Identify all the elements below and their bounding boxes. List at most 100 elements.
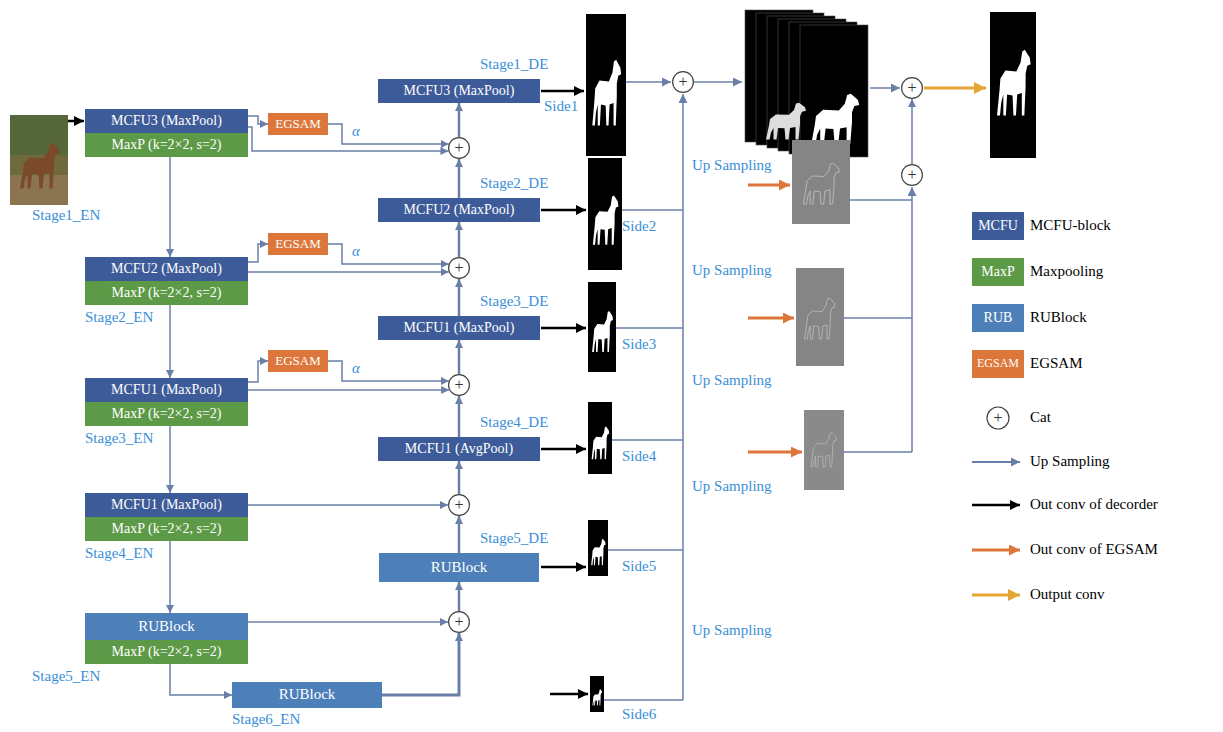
node-text: + xyxy=(907,79,916,97)
operation-label: Up Sampling xyxy=(692,372,772,389)
stage-label: Stage2_EN xyxy=(85,309,153,326)
concat-circle: + xyxy=(448,374,470,396)
stage-label: Stage1_EN xyxy=(32,207,100,224)
node-text: MaxP (k=2×2, s=2) xyxy=(112,521,222,537)
concat-circle: + xyxy=(901,164,923,186)
legend-text: Output conv xyxy=(1030,586,1105,603)
stage-label: Stage3_EN xyxy=(85,430,153,447)
maxpool-block: MaxP (k=2×2, s=2) xyxy=(85,402,248,426)
stage-label: Stage4_EN xyxy=(85,545,153,562)
connector xyxy=(458,222,461,257)
node-text: MCFU1 (AvgPool) xyxy=(405,441,513,457)
final-output xyxy=(924,12,1036,158)
connector xyxy=(458,340,461,374)
legend-swatch-text: MCFU xyxy=(978,218,1018,234)
node-text: + xyxy=(907,166,916,184)
legend-text: MCFU-block xyxy=(1030,217,1111,234)
connector xyxy=(458,396,461,437)
node-text: MaxP (k=2×2, s=2) xyxy=(112,285,222,301)
mcfu-block: MCFU1 (MaxPool) xyxy=(85,493,248,517)
weight-label: α xyxy=(352,360,360,377)
side-label: Side1 xyxy=(544,98,578,115)
side-label: Side5 xyxy=(622,558,656,575)
stage-label: Stage5_EN xyxy=(32,668,100,685)
maxpool-block: MaxP (k=2×2, s=2) xyxy=(85,133,248,157)
connector xyxy=(248,116,268,124)
legend-text: Out conv of decorder xyxy=(1030,496,1158,513)
connector xyxy=(458,516,461,553)
decoder-side-outputs xyxy=(586,14,626,712)
node-text: MCFU1 (MaxPool) xyxy=(111,497,222,513)
maxpool-block: MaxP (k=2×2, s=2) xyxy=(85,517,248,541)
connector xyxy=(328,124,449,144)
connector xyxy=(170,664,232,695)
legend-text: Up Sampling xyxy=(1030,453,1110,470)
node-text: + xyxy=(454,139,463,157)
node-text: EGSAM xyxy=(275,117,321,132)
legend-text: Maxpooling xyxy=(1030,263,1103,280)
maxpool-block: MaxP (k=2×2, s=2) xyxy=(85,281,248,305)
stage-label: Stage1_DE xyxy=(480,56,548,73)
operation-label: Up Sampling xyxy=(692,478,772,495)
legend-swatch-text: EGSAM xyxy=(977,357,1019,371)
stage-label: Stage5_DE xyxy=(480,530,548,547)
node-text: EGSAM xyxy=(275,237,321,252)
concat-circle: + xyxy=(901,77,923,99)
node-text: RUBlock xyxy=(431,559,488,576)
connector xyxy=(169,426,171,493)
rublock: RUBlock xyxy=(85,613,248,640)
operation-label: Up Sampling xyxy=(692,262,772,279)
connector xyxy=(458,279,461,316)
concat-circle: + xyxy=(448,257,470,279)
connector xyxy=(248,504,448,506)
side-label: Side6 xyxy=(622,706,656,723)
rublock: RUBlock xyxy=(232,682,382,708)
mcfu-block: MCFU2 (MaxPool) xyxy=(85,257,248,281)
legend-text: RUBlock xyxy=(1030,309,1087,326)
concat-circle: + xyxy=(448,611,470,633)
operation-label: Up Sampling xyxy=(692,157,772,174)
egsam-block: EGSAM xyxy=(268,350,328,372)
legend-text: Cat xyxy=(1030,409,1051,426)
connector xyxy=(458,103,461,137)
legend-samples xyxy=(972,407,1020,595)
concat-circle: + xyxy=(672,71,694,93)
node-text: MCFU2 (MaxPool) xyxy=(111,261,222,277)
connector xyxy=(248,361,268,382)
node-text: MaxP (k=2×2, s=2) xyxy=(112,644,222,660)
operation-label: Up Sampling xyxy=(692,622,772,639)
stage-label: Stage3_DE xyxy=(480,293,548,310)
node-text: MCFU1 (MaxPool) xyxy=(404,320,515,336)
node-text: + xyxy=(454,613,463,631)
connector xyxy=(911,99,913,164)
mcfu-block: MCFU1 (MaxPool) xyxy=(378,316,540,340)
connector xyxy=(458,461,461,494)
stage-label: Stage4_DE xyxy=(480,414,548,431)
side-output-stack xyxy=(745,10,868,157)
legend-swatch-text: MaxP xyxy=(981,264,1014,280)
connector xyxy=(169,157,171,257)
node-text: MCFU3 (MaxPool) xyxy=(404,83,515,99)
connector xyxy=(458,159,461,198)
connector xyxy=(248,621,448,623)
concat-circle: + xyxy=(448,137,470,159)
connector xyxy=(458,582,461,611)
node-text: + xyxy=(454,496,463,514)
node-text: + xyxy=(454,376,463,394)
node-text: + xyxy=(678,73,687,91)
mcfu-block: MCFU1 (AvgPool) xyxy=(378,437,540,461)
side-label: Side3 xyxy=(622,336,656,353)
node-text: MaxP (k=2×2, s=2) xyxy=(112,137,222,153)
side-label: Side4 xyxy=(622,448,656,465)
node-text: RUBlock xyxy=(138,618,195,635)
mcfu-block: MCFU2 (MaxPool) xyxy=(378,198,540,222)
node-text: MCFU1 (MaxPool) xyxy=(111,382,222,398)
legend-swatch-text: RUB xyxy=(984,310,1013,326)
egsam-block: EGSAM xyxy=(268,113,328,135)
rublock: RUBlock xyxy=(379,553,539,582)
node-text: MCFU2 (MaxPool) xyxy=(404,202,515,218)
node-text: EGSAM xyxy=(275,354,321,369)
node-text: MaxP (k=2×2, s=2) xyxy=(112,406,222,422)
stage-label: Stage6_EN xyxy=(232,711,300,728)
egsam-block: EGSAM xyxy=(268,233,328,255)
